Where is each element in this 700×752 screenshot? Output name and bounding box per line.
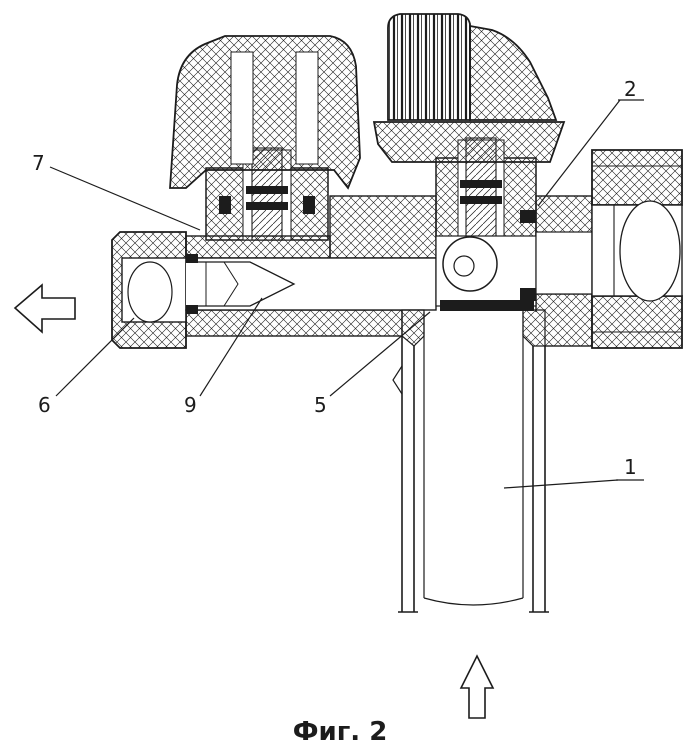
flow-arrow-up-icon — [459, 654, 495, 719]
inlet-pipe — [392, 309, 549, 613]
neck-seal-bottom — [520, 288, 536, 301]
callout-5: 5 — [314, 393, 327, 417]
bonnet-seal-left — [219, 196, 231, 214]
spindle-seal-lower — [460, 196, 502, 204]
callout-1: 1 — [624, 455, 637, 479]
flow-arrow-left-icon — [13, 283, 76, 334]
spindle-seal-upper — [460, 180, 502, 188]
cone-insert — [186, 261, 296, 307]
neck-seal-top — [520, 210, 536, 223]
callout-6: 6 — [38, 393, 51, 417]
bonnet-seal-right — [303, 196, 315, 214]
right-knob — [372, 13, 566, 163]
left-handwheel — [169, 35, 361, 190]
callout-2: 2 — [624, 77, 637, 101]
spindle-seal-upper — [246, 186, 288, 194]
weep-notch — [392, 365, 403, 395]
valve-body — [111, 195, 593, 349]
valve-seat — [440, 300, 534, 311]
callout-9: 9 — [184, 393, 197, 417]
spindle-seal-lower — [246, 202, 288, 210]
outlet-fitting — [591, 149, 683, 349]
callout-7: 7 — [32, 151, 45, 175]
leader-lines — [49, 99, 644, 489]
figure-caption: Фиг. 2 — [293, 717, 388, 747]
